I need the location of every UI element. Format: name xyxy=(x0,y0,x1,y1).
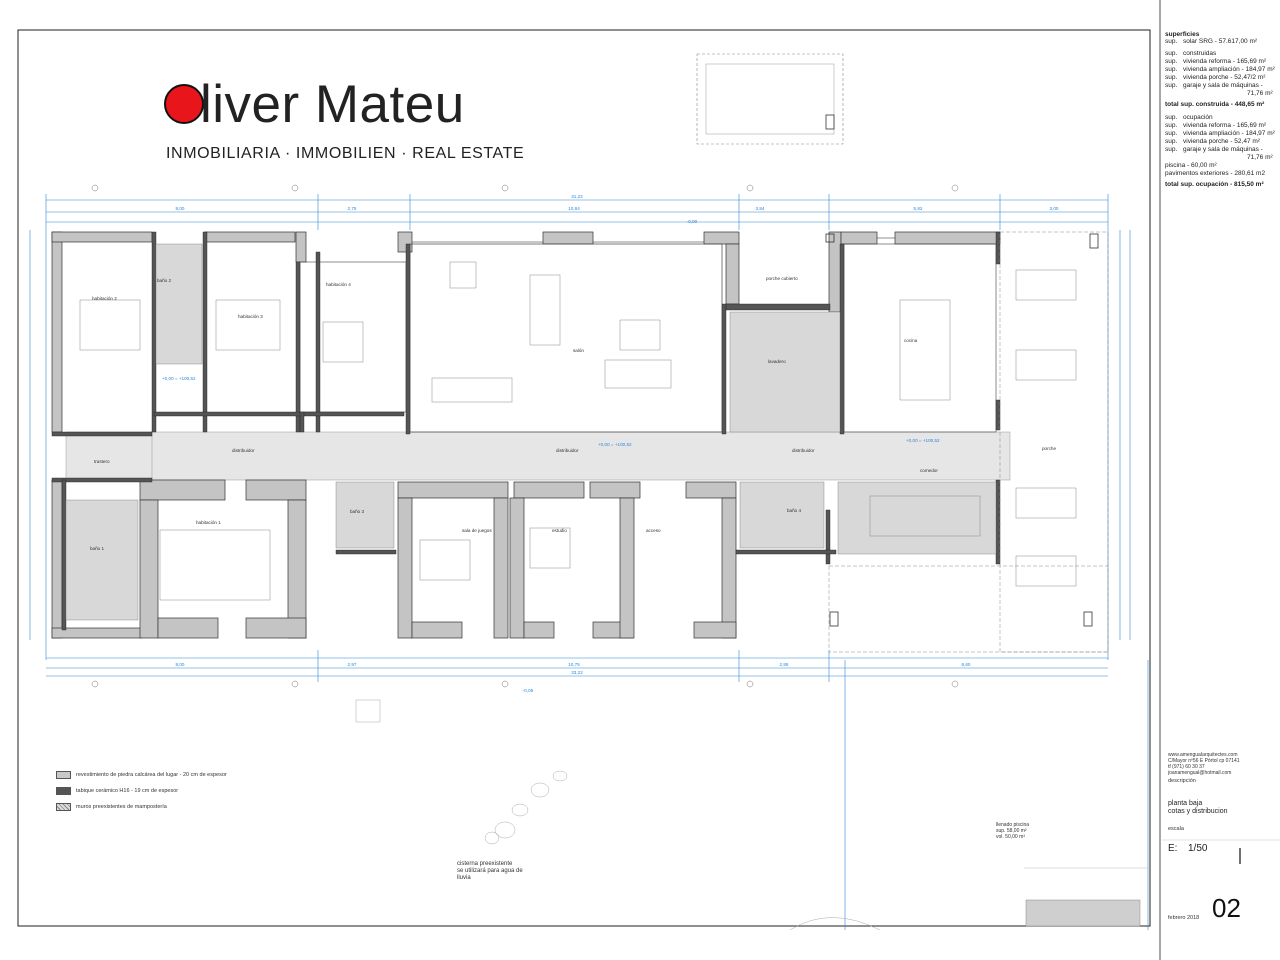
surfaces-panel: superficies sup.solar SRG - 57.617,00 m²… xyxy=(1165,31,1280,188)
occupation-line: sup.vivienda ampliación - 184,97 m² xyxy=(1165,130,1275,137)
plan-name: planta baja cotas y distribucion xyxy=(1168,800,1228,815)
surface-occupation-extra: 71,76 m² xyxy=(1247,154,1273,161)
sheet-number: 02 xyxy=(1212,893,1241,923)
stone-walls xyxy=(51,231,1001,639)
occupation-line: sup.garaje y sala de máquinas - xyxy=(1165,146,1263,153)
brand-name: liver Mateu xyxy=(200,75,465,134)
surface-built-heading: sup.construidas xyxy=(1165,50,1217,57)
dim-bottom-segment: 10,75 xyxy=(568,662,580,667)
dim-top-segment: 3,00 xyxy=(1050,206,1059,211)
room-label: lavadero xyxy=(768,359,786,364)
description-label: descripción xyxy=(1168,778,1196,784)
scale-label: escala xyxy=(1168,826,1184,832)
room-label: habitación 4 xyxy=(326,282,351,287)
bottom-dimension-lines xyxy=(46,650,1108,682)
room-label: estudio xyxy=(552,528,567,533)
room-label: comedor xyxy=(920,468,938,473)
legend-text: revestimiento de piedra calcárea del lug… xyxy=(76,772,227,778)
legend-swatch xyxy=(56,803,71,811)
cistern-note: cisterna preexistente se utilizará para … xyxy=(457,861,523,881)
dim-top-segment: 3,84 xyxy=(756,206,765,211)
sheet-frame xyxy=(17,29,1151,927)
built-line: sup.vivienda porche - 52,47/2 m² xyxy=(1165,74,1266,81)
surface-occupation-heading: sup.ocupación xyxy=(1165,114,1213,121)
room-label: distribuidor xyxy=(556,448,579,453)
surface-pool: piscina - 60,00 m² xyxy=(1165,162,1217,169)
drawing-date: febrero 2018 xyxy=(1168,915,1200,921)
dim-bottom-segment: 2,97 xyxy=(348,662,357,667)
elevation-label: -0,00 xyxy=(687,219,698,224)
room-label: distribuidor xyxy=(792,448,815,453)
room-label: distribuidor xyxy=(232,448,255,453)
surfaces-heading: superficies xyxy=(1165,31,1200,38)
dim-bottom-segment: 8,00 xyxy=(176,662,185,667)
legend-text: tabique cerámico H16 - 19 cm de espesor xyxy=(76,788,179,794)
legend-swatch xyxy=(56,771,71,779)
room-label: cocina xyxy=(904,338,918,343)
dim-bottom-segment: 8,60 xyxy=(962,662,971,667)
elevation-label: -0,05 xyxy=(523,688,534,693)
room-label: trastero xyxy=(94,459,110,464)
built-line: sup.vivienda ampliación - 184,97 m² xyxy=(1165,66,1275,73)
surface-exterior: pavimentos exteriores - 280,61 m2 xyxy=(1165,170,1266,177)
room-label: baño 1 xyxy=(90,546,104,551)
central-corridor xyxy=(149,431,1011,481)
room-label: porche xyxy=(1042,446,1056,451)
room-label: habitación 2 xyxy=(92,296,117,301)
room-label: baño 3 xyxy=(350,509,364,514)
logo-dot-icon xyxy=(164,84,204,124)
dim-top-total: 31,22 xyxy=(571,194,583,199)
room-label: salón xyxy=(573,348,584,353)
room-label: sala de juegos xyxy=(462,528,492,533)
pool-outline xyxy=(696,53,844,145)
surface-solar: sup.solar SRG - 57.617,00 m² xyxy=(1165,38,1258,45)
brand-tagline: INMOBILIARIA · IMMOBILIEN · REAL ESTATE xyxy=(166,145,525,162)
scale-value: 1/50 xyxy=(1188,843,1208,854)
architect-contact: www.amenguaIarquitectes.com C/Mayor nº56… xyxy=(1168,752,1240,776)
room-label: habitación 1 xyxy=(196,520,221,525)
level-label: +0,00 = +100,52 xyxy=(598,442,632,447)
dim-top-segment: 10,84 xyxy=(568,206,580,211)
dim-bottom-segment: 2,85 xyxy=(780,662,789,667)
dim-top-segment: 2,75 xyxy=(348,206,357,211)
brand-logo: liver Mateu INMOBILIARIA · IMMOBILIEN · … xyxy=(160,72,524,172)
wet-rooms xyxy=(65,243,997,621)
surface-built-total: total sup. construida - 448,65 m² xyxy=(1165,101,1265,108)
dim-top-segment: 5,82 xyxy=(914,206,923,211)
level-label: +0,00 = +100,52 xyxy=(906,438,940,443)
legend-text: muros preexistentes de mampostería xyxy=(76,804,167,810)
dim-bottom-total: 33,22 xyxy=(571,670,583,675)
room-label: baño 4 xyxy=(787,508,801,513)
surface-built-extra: 71,76 m² xyxy=(1247,90,1273,97)
occupation-line: sup.vivienda reforma - 165,69 m² xyxy=(1165,122,1267,129)
furniture xyxy=(79,261,1077,601)
room-label: habitación 3 xyxy=(238,314,263,319)
built-line: sup.vivienda reforma - 165,69 m² xyxy=(1165,58,1267,65)
room-label: porche cubierto xyxy=(766,276,798,281)
room-label: acceso xyxy=(646,528,661,533)
surface-occupation-total: total sup. ocupación - 815,50 m² xyxy=(1165,181,1264,188)
occupation-line: sup.vivienda porche - 52,47 m² xyxy=(1165,138,1260,145)
room-label: baño 2 xyxy=(157,278,171,283)
pool-fill-note: llenado piscina sup. 58,00 m² vol. 50,00… xyxy=(996,822,1030,840)
scale-prefix: E: xyxy=(1168,843,1178,854)
dim-top-segment: 8,00 xyxy=(176,206,185,211)
salon-outline xyxy=(409,243,723,433)
legend-swatch xyxy=(56,787,71,795)
porch-outline xyxy=(999,231,1109,653)
built-line: sup.garaje y sala de máquinas - xyxy=(1165,82,1263,89)
level-label: +0,00 = +100,52 xyxy=(162,376,196,381)
